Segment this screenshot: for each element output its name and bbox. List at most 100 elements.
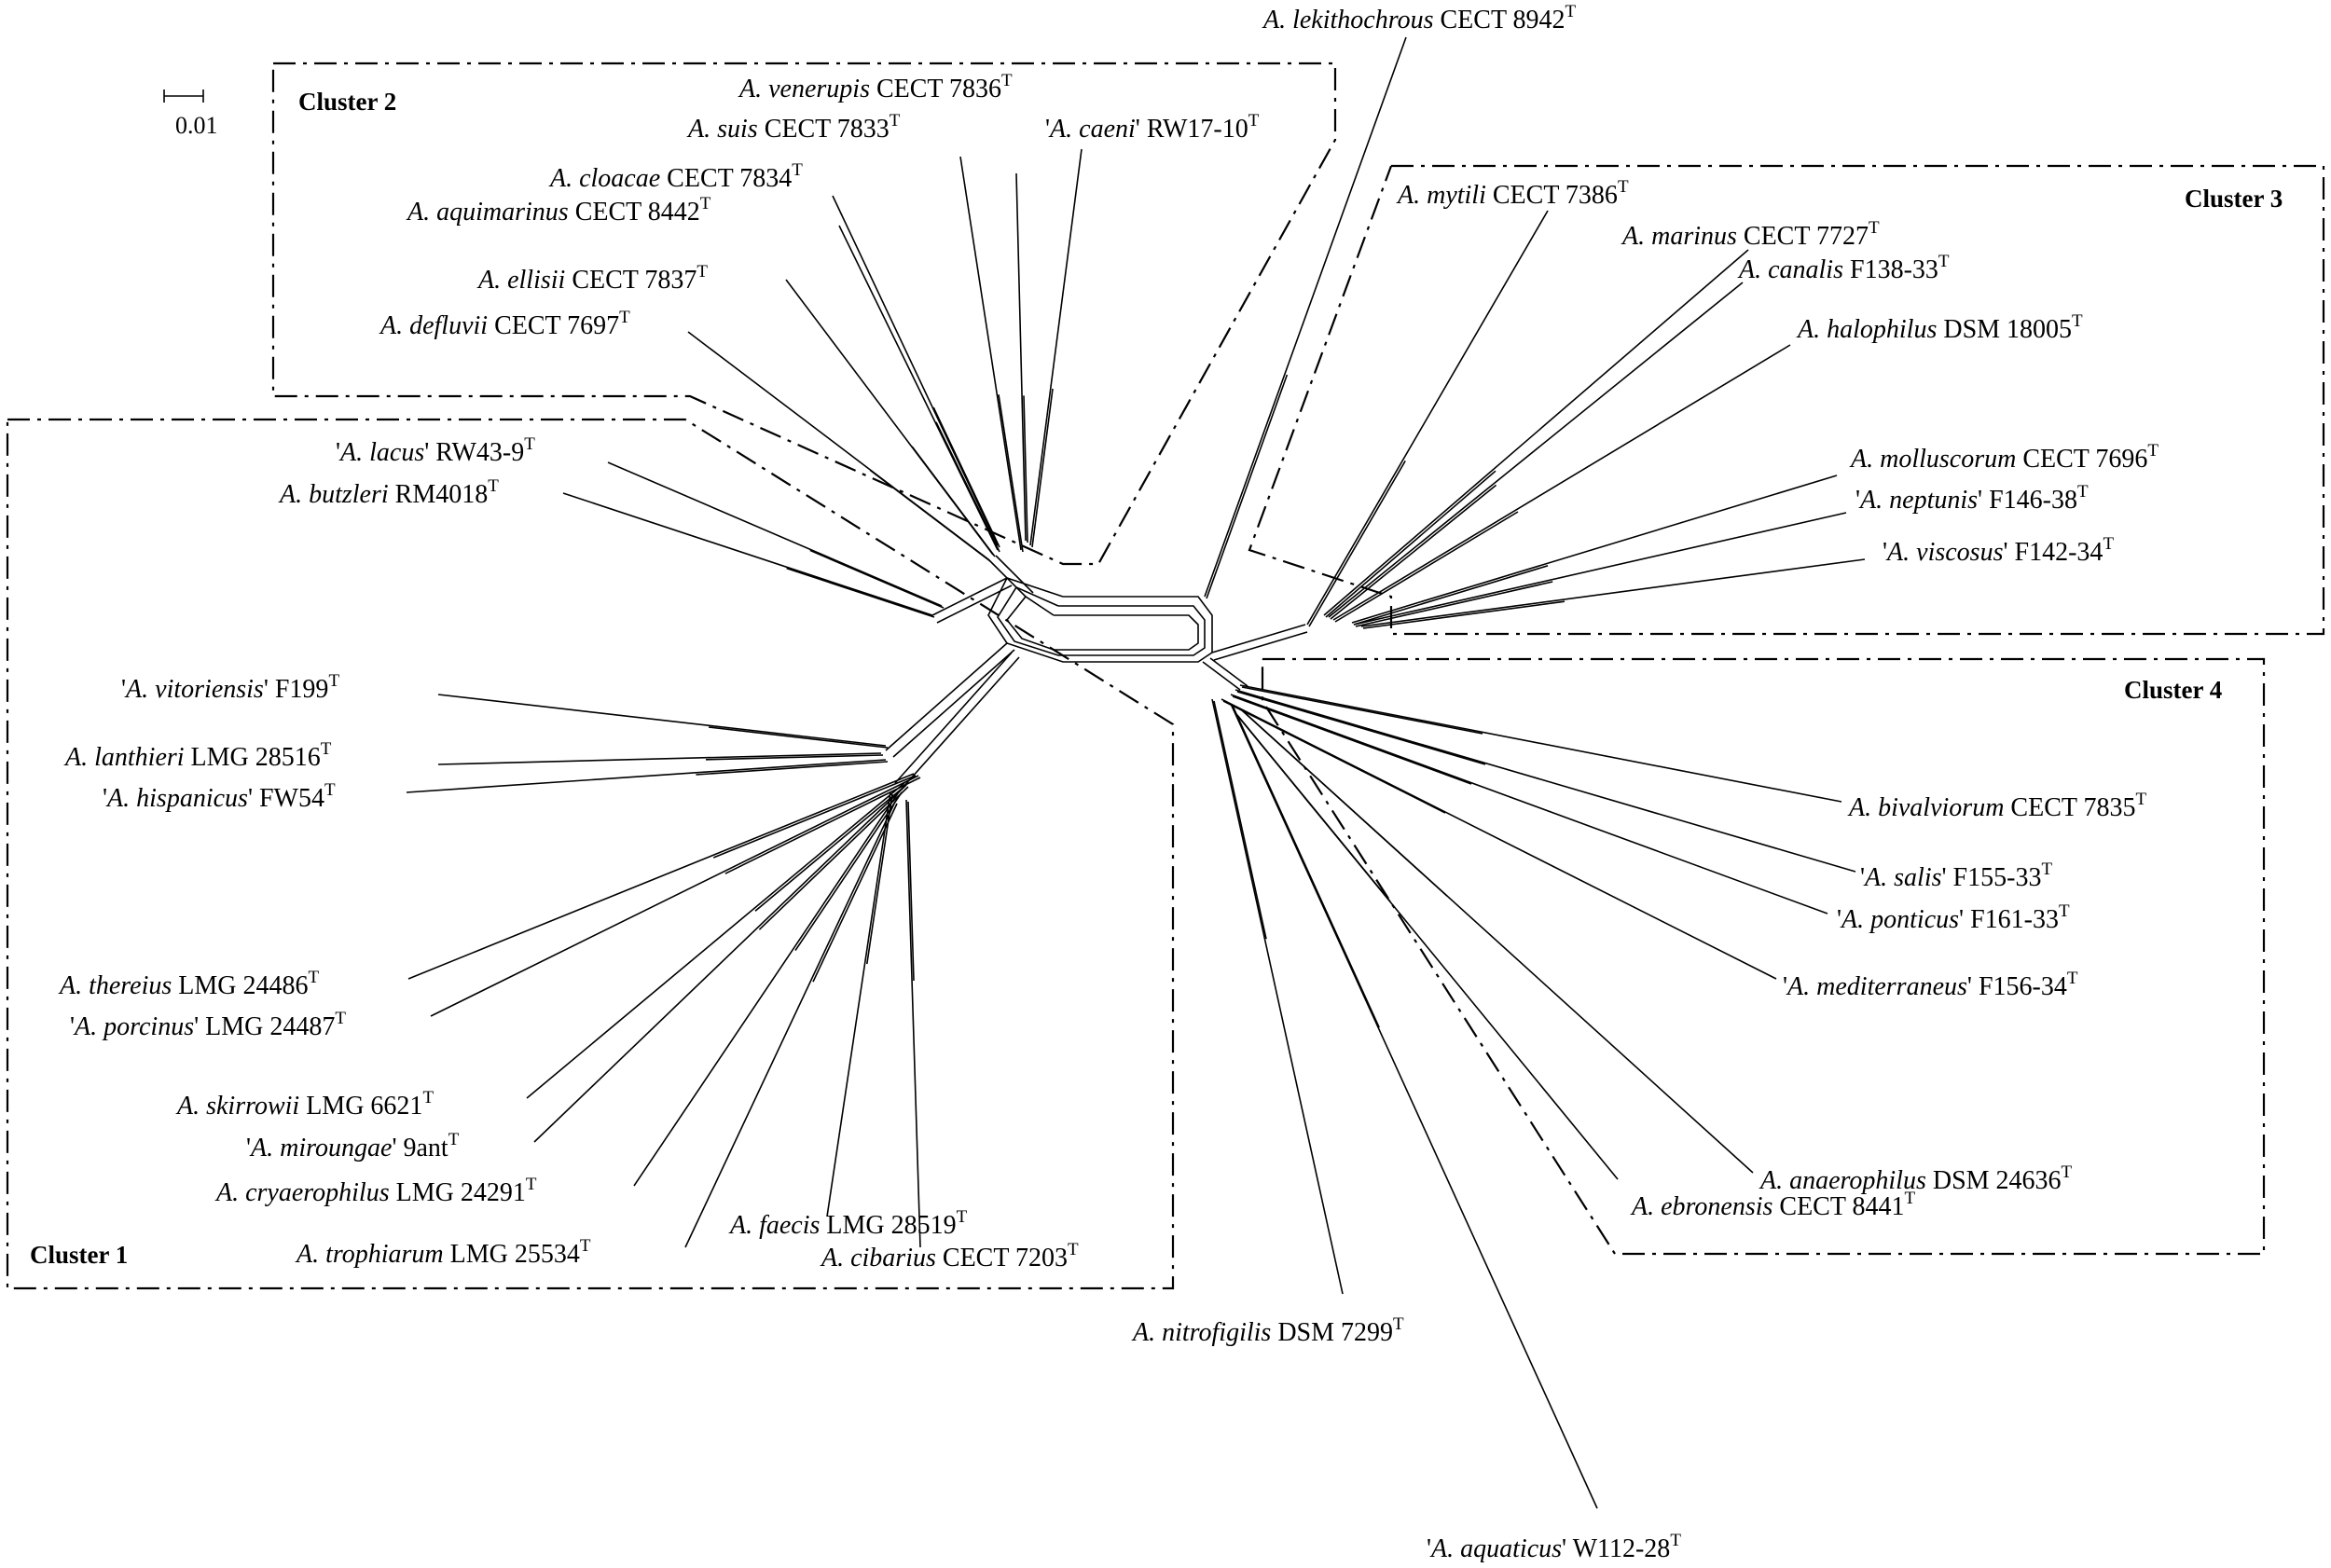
- taxon-quote-open: ': [1837, 905, 1841, 934]
- taxon-branch: [911, 446, 996, 557]
- type-strain-mark: T: [2135, 790, 2146, 809]
- type-strain-mark: T: [1001, 71, 1013, 90]
- taxon-label-bivalviorum: A. bivalviorum CECT 7835T: [1847, 790, 2146, 822]
- taxon-name: A. defluvii: [379, 311, 488, 340]
- taxon-branch: [708, 726, 889, 749]
- taxon-strain: LMG 6621: [299, 1092, 422, 1121]
- taxon-quote-open: ': [121, 675, 126, 704]
- taxon-label-lacus: 'A. lacus' RW43-9T: [336, 434, 535, 467]
- taxon-branch: [1222, 700, 1446, 814]
- taxon-quote-open: ': [103, 784, 107, 813]
- cluster-box: [1248, 164, 2325, 636]
- type-strain-mark: T: [1565, 2, 1577, 21]
- taxon-strain: CECT 7837: [565, 266, 697, 295]
- taxon-branch: [998, 394, 1024, 553]
- taxon-quote-open: ': [1783, 972, 1787, 1001]
- type-strain-mark: T: [1618, 177, 1629, 197]
- taxon-strain: ' FW54: [248, 784, 324, 813]
- taxon-branch: [832, 195, 999, 546]
- taxon-branch: [1332, 344, 1791, 621]
- taxon-strain: CECT 8942: [1433, 6, 1565, 34]
- taxon-name: A. venerupis: [738, 75, 870, 103]
- type-strain-mark: T: [488, 476, 499, 496]
- network-split: [997, 585, 1206, 656]
- taxon-branch: [794, 791, 903, 952]
- type-strain-mark: T: [1904, 1189, 1915, 1208]
- taxon-strain: CECT 7833: [758, 115, 890, 144]
- taxon-label-halophilus: A. halophilus DSM 18005T: [1796, 311, 2083, 344]
- taxon-label-thereius: A. thereius LMG 24486T: [58, 968, 320, 1000]
- taxon-quote-open: ': [1883, 538, 1887, 567]
- taxon-strain: ' F146-38: [1978, 486, 2077, 515]
- cluster-box: [1261, 657, 2266, 1256]
- taxon-name: A. cibarius: [820, 1244, 936, 1272]
- taxon-branch: [633, 790, 901, 1187]
- taxon-label-ponticus: 'A. ponticus' F161-33T: [1837, 901, 2070, 934]
- taxon-label-viscosus: 'A. viscosus' F142-34T: [1883, 534, 2114, 567]
- taxon-label-defluvii: A. defluvii CECT 7697T: [379, 308, 630, 340]
- taxon-label-venerupis: A. venerupis CECT 7836T: [738, 71, 1013, 103]
- taxon-label-cibarius: A. cibarius CECT 7203T: [820, 1240, 1079, 1272]
- taxon-strain: CECT 8442: [569, 198, 700, 227]
- type-strain-mark: T: [2067, 969, 2078, 988]
- type-strain-mark: T: [448, 1130, 460, 1149]
- taxon-label-neptunis: 'A. neptunis' F146-38T: [1855, 482, 2089, 515]
- type-strain-mark: T: [328, 671, 339, 691]
- taxon-branch: [826, 791, 891, 1217]
- taxon-strain: LMG 24291: [390, 1178, 526, 1207]
- taxon-branch: [1353, 512, 1847, 626]
- type-strain-mark: T: [324, 780, 336, 800]
- taxon-name: A. aquimarinus: [406, 198, 569, 227]
- cluster-label: Cluster 4: [2124, 676, 2222, 704]
- taxon-branch: [1211, 698, 1344, 1295]
- taxon-strain: ' 9ant: [392, 1134, 448, 1162]
- taxon-name: A. bivalviorum: [1847, 793, 2004, 822]
- taxon-branch: [1360, 558, 1866, 627]
- taxon-quote-open: ': [1855, 486, 1860, 515]
- type-strain-mark: T: [2072, 311, 2083, 331]
- taxon-quote-open: ': [1860, 863, 1865, 892]
- type-strain-mark: T: [697, 262, 708, 282]
- taxon-quote-open: ': [1045, 115, 1050, 144]
- network-split: [987, 577, 1213, 663]
- network-split: [1211, 624, 1306, 653]
- taxon-strain: CECT 7386: [1486, 181, 1618, 210]
- network-split: [885, 642, 1008, 751]
- taxon-branch: [812, 803, 898, 983]
- taxon-strain: CECT 7834: [660, 164, 792, 193]
- taxon-branch: [1015, 172, 1027, 542]
- type-strain-mark: T: [309, 968, 320, 987]
- taxon-branch: [1330, 484, 1497, 620]
- taxon-strain: CECT 7727: [1737, 222, 1869, 251]
- type-strain-mark: T: [422, 1088, 434, 1107]
- taxon-name: A. vitoriensis: [124, 675, 264, 704]
- taxon-branch: [1236, 691, 1486, 765]
- taxon-branch: [1029, 148, 1083, 546]
- taxon-branch: [1204, 36, 1407, 598]
- taxon-branch: [1230, 694, 1828, 915]
- taxon-name: A. halophilus: [1796, 315, 1937, 344]
- taxon-name: A. ebronensis: [1630, 1192, 1772, 1221]
- taxon-label-skirrowii: A. skirrowii LMG 6621T: [175, 1088, 434, 1121]
- network-split: [995, 555, 1034, 594]
- taxon-branch: [1351, 475, 1838, 624]
- taxon-branch: [838, 225, 999, 551]
- taxon-label-lanthieri: A. lanthieri LMG 28516T: [63, 739, 332, 772]
- type-strain-mark: T: [1938, 252, 1950, 271]
- taxon-strain: CECT 7697: [488, 311, 619, 340]
- taxon-name: A. ponticus: [1840, 905, 1959, 934]
- network-split: [936, 585, 1013, 624]
- taxon-strain: ' RW43-9: [424, 438, 524, 467]
- taxon-branch: [607, 461, 943, 607]
- taxon-branch: [1323, 249, 1749, 616]
- taxon-strain: LMG 24486: [172, 971, 308, 1000]
- taxon-name: A. mytili: [1396, 181, 1486, 210]
- taxon-strain: LMG 25534: [444, 1240, 580, 1269]
- type-strain-mark: T: [1068, 1240, 1079, 1259]
- taxon-branch: [1221, 698, 1777, 980]
- taxon-branch: [684, 801, 896, 1248]
- taxon-label-aquimarinus: A. aquimarinus CECT 8442T: [406, 194, 711, 227]
- taxon-branch: [905, 799, 921, 1248]
- taxon-label-salis: 'A. salis' F155-33T: [1860, 860, 2052, 892]
- type-strain-mark: T: [2062, 1162, 2073, 1182]
